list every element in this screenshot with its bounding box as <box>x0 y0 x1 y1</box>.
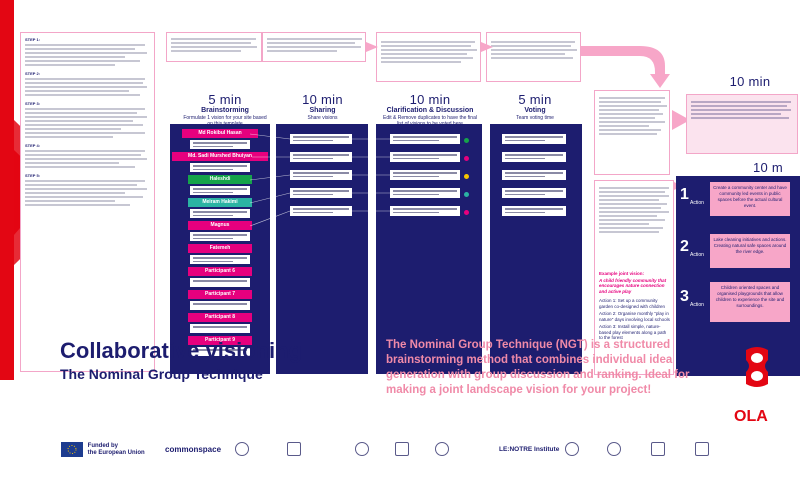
partner-logo-8 <box>651 442 668 456</box>
phase-time: 10 min <box>729 74 771 89</box>
description: The Nominal Group Technique (NGT) is a s… <box>386 339 690 396</box>
step5-box <box>594 90 670 175</box>
action-text: Lake cleaning initiatives and actions. C… <box>710 234 790 268</box>
partner-logo-4 <box>395 442 412 456</box>
actions-column: 1 Action Create a community center and h… <box>676 176 800 376</box>
partner-logo-1 <box>235 442 252 456</box>
step4-label: STEP 4: <box>25 143 41 148</box>
step3-label: STEP 3: <box>25 101 41 106</box>
participant-card[interactable]: Fatemeh <box>188 244 252 253</box>
partner-logo-5 <box>435 442 452 456</box>
phase-subtitle: Team voting time <box>516 115 554 121</box>
ola-logo-mark <box>746 347 768 387</box>
brainstorming-column: Md Rokibul Hasan Md. Sadi Murshed Bhuiya… <box>170 124 270 374</box>
eu-logo: Funded by the European Union <box>61 442 145 457</box>
participant-card[interactable]: Meiram Hakimi <box>188 198 252 207</box>
example-panel: Example joint vision: A child friendly c… <box>594 180 674 375</box>
phase-time: 10 m <box>752 160 784 175</box>
sub-title: The Nominal Group Technique <box>60 366 263 382</box>
example-action-3: Action 3: Install simple, nature-based p… <box>599 324 667 340</box>
step3-box <box>376 32 481 82</box>
step2-box <box>262 32 366 62</box>
phase-title: Voting <box>524 107 546 114</box>
action-label: Action <box>690 200 704 206</box>
lenotre-logo: LE:NOTRE Institute <box>499 446 560 453</box>
step5-label: STEP 5: <box>25 173 41 178</box>
step1-box <box>166 32 262 62</box>
participant-card[interactable]: Haleshdi <box>188 175 252 184</box>
phase-time: 5 min <box>518 92 552 107</box>
phase-time: 10 min <box>409 92 451 107</box>
participant-card[interactable]: Md. Sadi Murshed Bhuiyan <box>172 152 268 161</box>
step2-label: STEP 2: <box>25 71 41 76</box>
partner-logo-3 <box>355 442 372 456</box>
eu-flag-icon <box>61 442 83 457</box>
action-number: 2 <box>680 238 689 255</box>
commonspace-logo: commonspace <box>165 445 222 454</box>
sharing-column <box>276 124 368 374</box>
action-text: Children oriented spaces and organised p… <box>710 282 790 322</box>
participant-card[interactable]: Magnus <box>188 221 252 230</box>
phase-time: 5 min <box>208 92 242 107</box>
clarification-column <box>376 124 482 374</box>
example-heading: Example joint vision: <box>599 271 645 276</box>
phase-voting-header: 5 min Voting Team voting time <box>490 92 580 121</box>
action-number: 1 <box>680 186 689 203</box>
phase-time: 10 min <box>302 92 343 107</box>
step1-label: STEP 1: <box>25 37 41 42</box>
phase-clarification-header: 10 min Clarification & Discussion Edit &… <box>380 92 480 127</box>
phase-joint-vision-header: 10 min <box>700 74 800 89</box>
partner-logos: Funded by the European Union commonspace… <box>55 436 745 466</box>
example-action-1: Action 1: Set up a community garden co-d… <box>599 298 666 309</box>
partner-logo-6 <box>565 442 582 456</box>
eu-line2: the European Union <box>87 449 145 456</box>
partner-logo-7 <box>607 442 624 456</box>
ola-logo-text: OLA <box>734 408 768 425</box>
phase-sharing-header: 10 min Sharing Share visions <box>280 92 365 121</box>
instructions-panel: STEP 1: STEP 2: STEP 3: STEP 4: STEP 5: <box>20 32 155 372</box>
phase-title: Brainstorming <box>201 107 249 114</box>
participant-card[interactable]: Participant 8 <box>188 313 252 322</box>
example-action-2: Action 2: Organise monthly "play in natu… <box>599 311 670 322</box>
action-text: Create a community center and have commu… <box>710 182 790 216</box>
partner-logo-2 <box>287 442 304 456</box>
phase-actions-header: 10 m <box>736 160 800 175</box>
participant-card[interactable]: Participant 7 <box>188 290 252 299</box>
phase-title: Clarification & Discussion <box>386 107 474 114</box>
phase-title: Sharing <box>309 107 336 114</box>
action-label: Action <box>690 302 704 308</box>
eu-line1: Funded by <box>87 442 119 449</box>
action-number: 3 <box>680 288 689 305</box>
joint-vision-box <box>686 94 798 154</box>
participant-card[interactable]: Participant 9 <box>188 336 252 345</box>
partner-logo-9 <box>695 442 712 456</box>
participant-card[interactable]: Md Rokibul Hasan <box>182 129 258 138</box>
main-title: Collaborative visioning <box>60 338 303 363</box>
step4-box <box>486 32 581 82</box>
phase-subtitle: Share visions <box>307 115 338 121</box>
phase-brainstorming-header: 5 min Brainstorming Formulate 1 vision f… <box>180 92 270 127</box>
action-label: Action <box>690 252 704 258</box>
example-vision: A child friendly community that encourag… <box>599 277 667 294</box>
participant-card[interactable]: Participant 6 <box>188 267 252 276</box>
voting-column <box>490 124 582 374</box>
